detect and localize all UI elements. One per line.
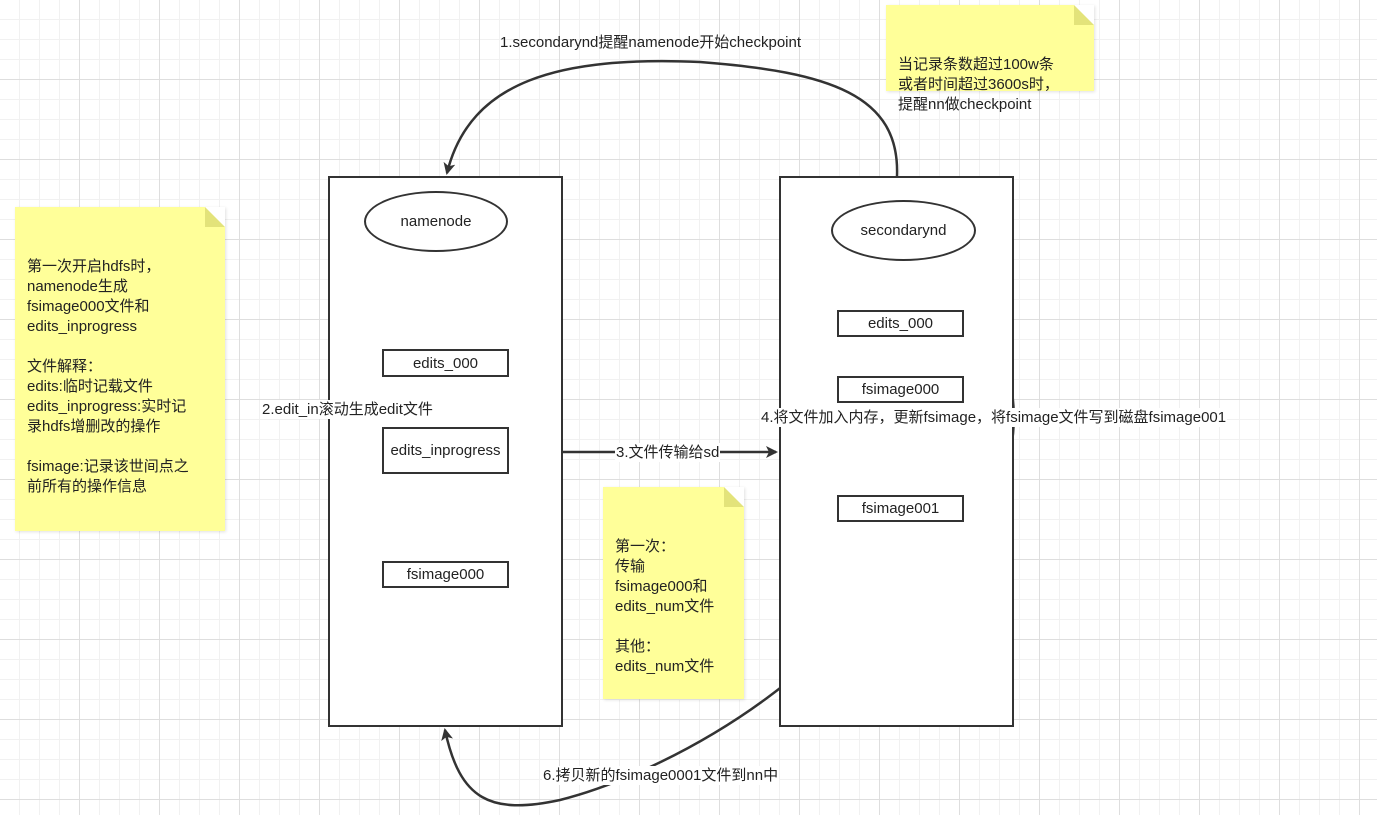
secondarynd-file-edits-000: edits_000 <box>837 310 964 337</box>
note-fold-icon <box>724 487 744 507</box>
note-file-explanation: 第一次开启hdfs时， namenode生成 fsimage000文件和 edi… <box>15 207 225 531</box>
edge-step4-label: 4.将文件加入内存，更新fsimage，将fsimage文件写到磁盘fsimag… <box>760 408 1228 427</box>
note-transfer-detail-text: 第一次： 传输 fsimage000和 edits_num文件 其他： edit… <box>615 538 715 675</box>
namenode-file-fsimage000: fsimage000 <box>382 561 509 588</box>
note-fold-icon <box>1074 5 1094 25</box>
secondarynd-title-text: secondarynd <box>860 222 947 239</box>
namenode-file-edits-000: edits_000 <box>382 349 509 377</box>
edge-step6-label: 6.拷贝新的fsimage0001文件到nn中 <box>542 766 780 785</box>
namenode-file-edits-inprogress: edits_inprogress <box>382 427 509 474</box>
namenode-file-edits-000-label: edits_000 <box>412 354 479 372</box>
secondarynd-file-fsimage000: fsimage000 <box>837 376 964 403</box>
secondarynd-file-fsimage001-label: fsimage001 <box>861 500 940 517</box>
edge-step3-label: 3.文件传输给sd <box>615 443 721 462</box>
note-checkpoint-trigger-text: 当记录条数超过100w条 或者时间超过3600s时， 提醒nn做checkpoi… <box>898 56 1059 113</box>
secondarynd-file-fsimage000-label: fsimage000 <box>861 381 940 398</box>
secondarynd-title: secondarynd <box>831 200 976 261</box>
edge-step1-arrow <box>443 59 899 177</box>
edge-step2-label: 2.edit_in滚动生成edit文件 <box>261 400 434 419</box>
note-file-explanation-text: 第一次开启hdfs时， namenode生成 fsimage000文件和 edi… <box>27 258 189 495</box>
secondarynd-file-fsimage001: fsimage001 <box>837 495 964 522</box>
namenode-title-text: namenode <box>400 213 472 230</box>
note-checkpoint-trigger: 当记录条数超过100w条 或者时间超过3600s时， 提醒nn做checkpoi… <box>886 5 1094 113</box>
namenode-title: namenode <box>364 191 508 252</box>
edge-step1-label: 1.secondarynd提醒namenode开始checkpoint <box>500 34 802 51</box>
namenode-file-edits-inprogress-label: edits_inprogress <box>390 442 501 459</box>
secondarynd-container <box>779 176 1014 727</box>
secondarynd-file-edits-000-label: edits_000 <box>867 315 934 332</box>
namenode-file-fsimage000-label: fsimage000 <box>406 566 485 583</box>
note-fold-icon <box>205 207 225 227</box>
namenode-container <box>328 176 563 727</box>
note-transfer-detail: 第一次： 传输 fsimage000和 edits_num文件 其他： edit… <box>603 487 744 699</box>
